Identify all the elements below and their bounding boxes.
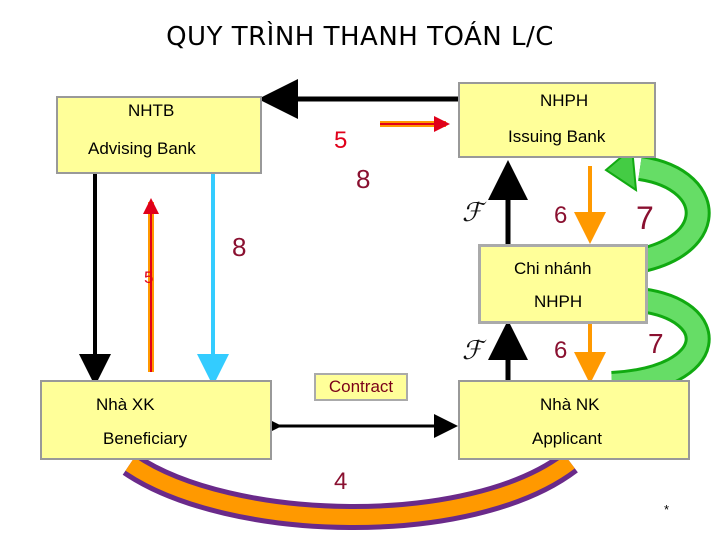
importer-english-label: Applicant <box>532 429 602 448</box>
script-f-symbol-lower: ℱ <box>462 336 483 366</box>
step-6-upper: 6 <box>554 202 568 229</box>
script-f-symbol-upper: ℱ <box>462 198 483 228</box>
page-title: QUY TRÌNH THANH TOÁN L/C <box>166 22 554 52</box>
nhtb-label: NHTB <box>128 101 175 120</box>
importer-label: Nhà NK <box>540 395 600 414</box>
nhph-box <box>458 82 656 158</box>
nhtb-box <box>56 96 262 174</box>
step-8-left: 8 <box>232 232 247 262</box>
step-7-lower: 7 <box>648 328 664 359</box>
arrow-step7-upper-head <box>604 146 638 192</box>
step-6-lower: 6 <box>554 337 568 364</box>
nhph-label: NHPH <box>540 91 589 110</box>
branch-label-line2: NHPH <box>534 292 583 311</box>
exporter-english-label: Beneficiary <box>103 429 188 448</box>
arrow-step7-lower <box>611 290 708 394</box>
branch-box <box>478 244 648 324</box>
step-5-left: 5 <box>144 268 154 287</box>
importer-box <box>458 380 690 460</box>
step-4: 4 <box>334 468 348 495</box>
exporter-box <box>40 380 272 460</box>
step-8-upper: 8 <box>356 164 371 194</box>
exporter-label: Nhà XK <box>96 395 155 414</box>
branch-label-line1: Chi nhánh <box>514 259 592 278</box>
step-7-upper: 7 <box>636 200 654 236</box>
arrow-step7-upper <box>611 158 708 274</box>
nhph-english-label: Issuing Bank <box>508 127 606 146</box>
arrow-step4 <box>125 455 575 525</box>
nhtb-english-label: Advising Bank <box>88 139 196 158</box>
contract-label: Contract <box>314 373 408 401</box>
step-5-top: 5 <box>334 127 348 154</box>
star-symbol: * <box>664 502 670 517</box>
